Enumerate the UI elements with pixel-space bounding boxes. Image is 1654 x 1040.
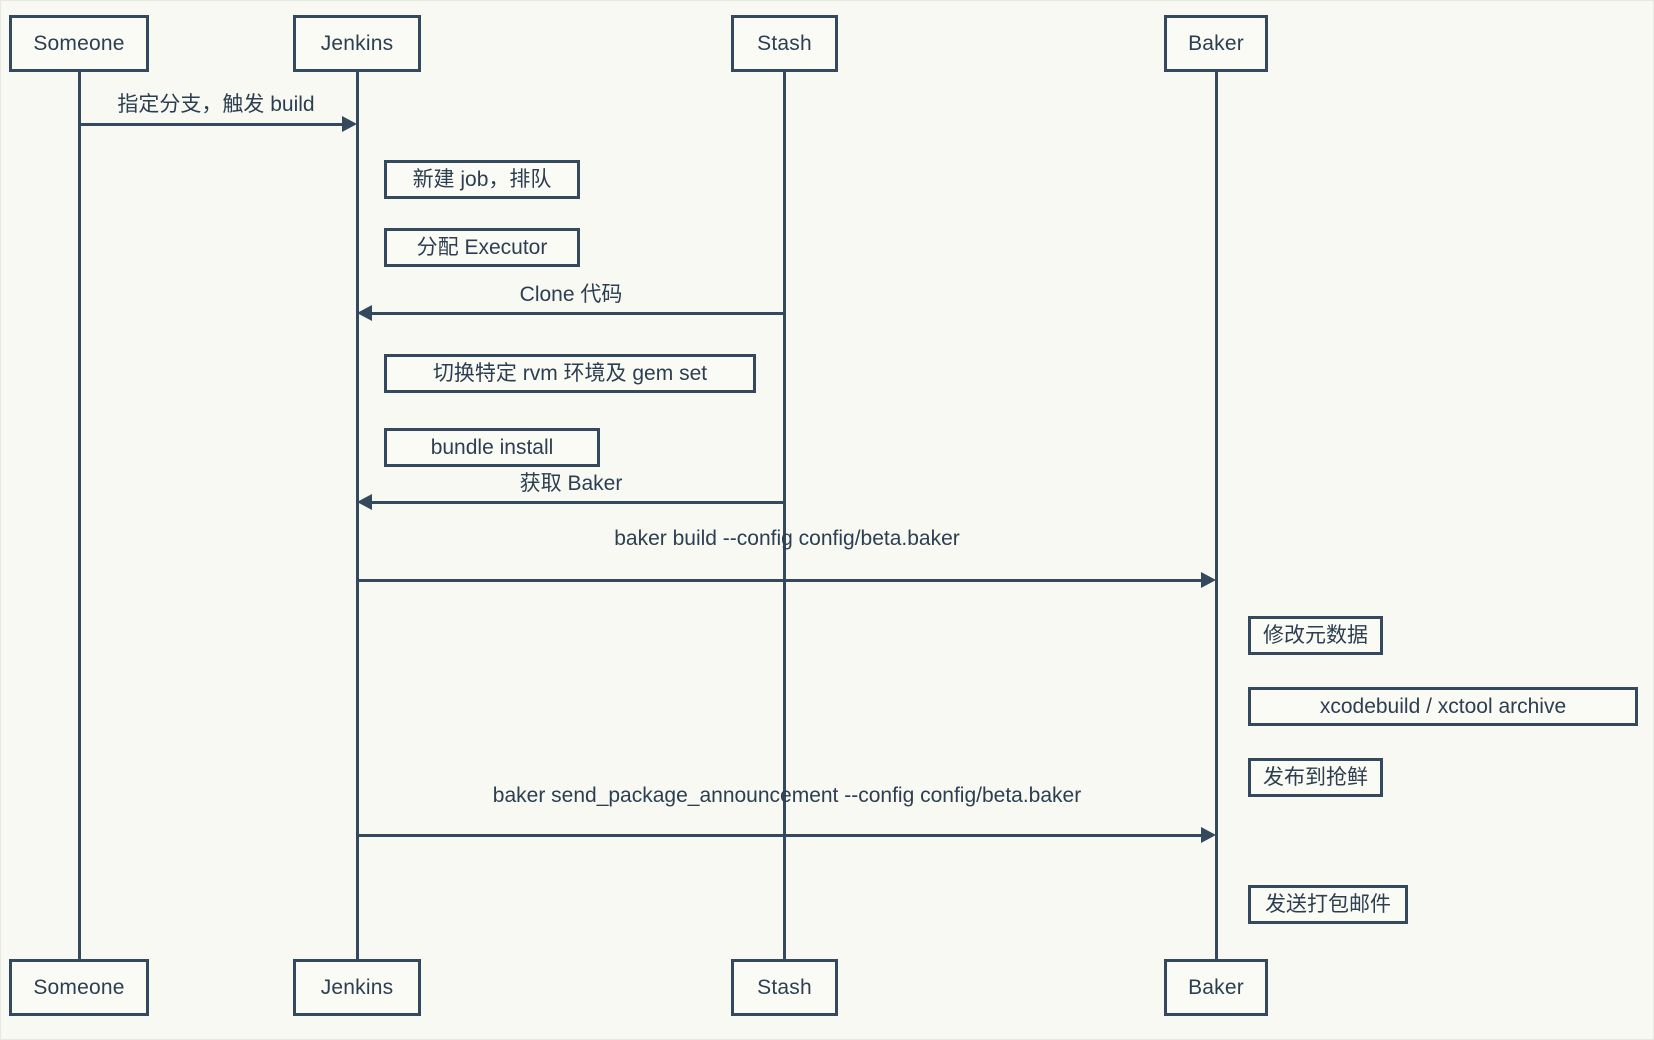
note-publish-beta-label: 发布到抢鲜 (1263, 766, 1368, 789)
message-label-send-package-announcement: baker send_package_announcement --config… (492, 784, 1082, 807)
message-line-trigger-build (79, 123, 344, 126)
note-assign-executor-label: 分配 Executor (416, 236, 548, 259)
note-switch-rvm-gemset-label: 切换特定 rvm 环境及 gem set (432, 362, 708, 385)
message-line-clone-code (372, 312, 784, 315)
actor-footer-jenkins-label: Jenkins (320, 976, 394, 999)
arrow-head-left-icon (357, 494, 372, 510)
actor-header-baker[interactable]: Baker (1164, 15, 1268, 72)
actor-header-baker-label: Baker (1188, 32, 1244, 55)
actor-header-stash[interactable]: Stash (731, 15, 838, 72)
message-label-baker-build: baker build --config config/beta.baker (614, 527, 960, 550)
arrow-head-right-icon (342, 116, 357, 132)
message-line-fetch-baker (372, 501, 784, 504)
note-xcodebuild-archive-label: xcodebuild / xctool archive (1319, 695, 1567, 718)
actor-header-jenkins-label: Jenkins (320, 32, 394, 55)
message-line-baker-build (357, 579, 1203, 582)
note-send-package-email: 发送打包邮件 (1248, 885, 1408, 924)
actor-footer-stash[interactable]: Stash (731, 959, 838, 1016)
note-modify-metadata: 修改元数据 (1248, 616, 1383, 655)
lifeline-someone (78, 72, 81, 959)
lifeline-jenkins (356, 72, 359, 959)
actor-footer-baker[interactable]: Baker (1164, 959, 1268, 1016)
actor-header-someone[interactable]: Someone (9, 15, 149, 72)
note-assign-executor: 分配 Executor (384, 228, 580, 267)
note-publish-beta: 发布到抢鲜 (1248, 758, 1383, 797)
actor-footer-someone[interactable]: Someone (9, 959, 149, 1016)
actor-header-someone-label: Someone (33, 32, 125, 55)
note-new-job-queue: 新建 job，排队 (384, 160, 580, 199)
actor-footer-jenkins[interactable]: Jenkins (293, 959, 421, 1016)
lifeline-baker (1215, 72, 1218, 959)
note-new-job-queue-label: 新建 job，排队 (412, 168, 552, 191)
actor-header-stash-label: Stash (757, 32, 812, 55)
message-label-trigger-build: 指定分支，触发 build (117, 93, 315, 116)
message-line-send-package-announcement (357, 834, 1203, 837)
arrow-head-left-icon (357, 305, 372, 321)
note-bundle-install: bundle install (384, 428, 600, 467)
actor-footer-stash-label: Stash (757, 976, 812, 999)
actor-footer-someone-label: Someone (33, 976, 125, 999)
note-modify-metadata-label: 修改元数据 (1263, 624, 1368, 647)
actor-footer-baker-label: Baker (1188, 976, 1244, 999)
message-label-fetch-baker: 获取 Baker (519, 472, 623, 495)
actor-header-jenkins[interactable]: Jenkins (293, 15, 421, 72)
arrow-head-right-icon (1201, 827, 1216, 843)
note-send-package-email-label: 发送打包邮件 (1265, 893, 1391, 916)
message-label-clone-code: Clone 代码 (519, 283, 623, 306)
arrow-head-right-icon (1201, 572, 1216, 588)
note-bundle-install-label: bundle install (430, 436, 554, 459)
note-switch-rvm-gemset: 切换特定 rvm 环境及 gem set (384, 354, 756, 393)
lifeline-stash (783, 72, 786, 959)
note-xcodebuild-archive: xcodebuild / xctool archive (1248, 687, 1638, 726)
